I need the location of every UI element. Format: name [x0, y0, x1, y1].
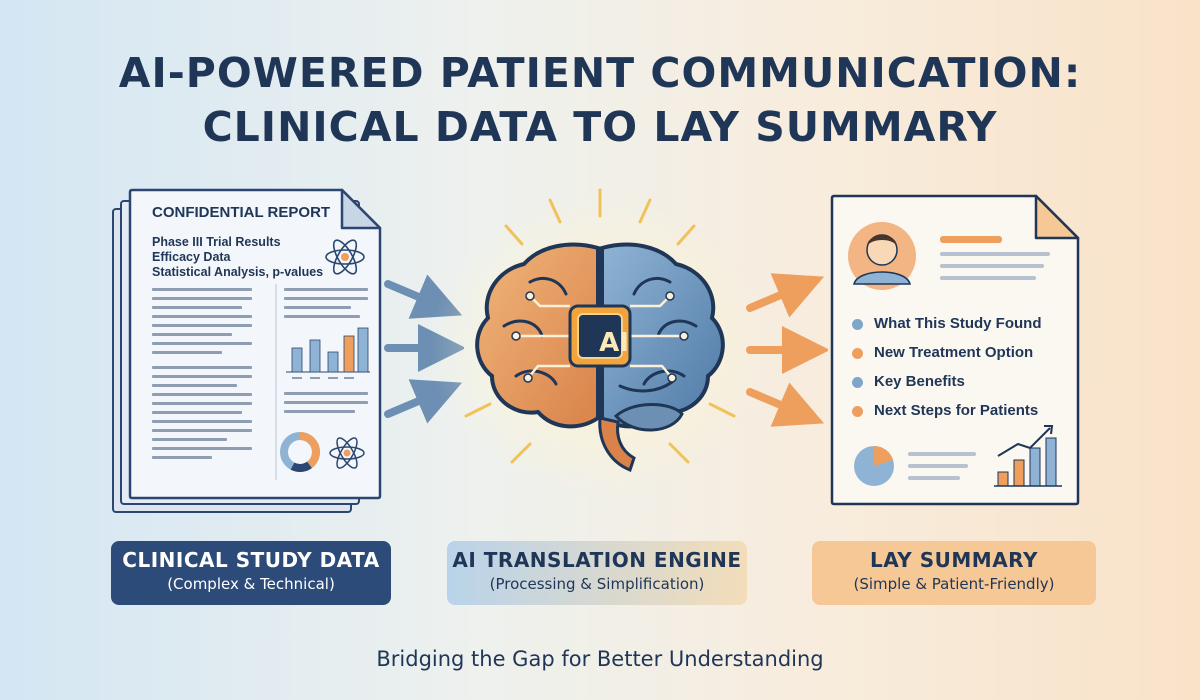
lay-summary-title: LAY SUMMARY	[870, 548, 1038, 572]
clinical-report-document: CONFIDENTIAL REPORT Phase III Trial Resu…	[128, 188, 382, 500]
mini-bar-chart	[286, 327, 370, 379]
report-heading: CONFIDENTIAL REPORT	[152, 204, 331, 221]
atom-icon	[325, 239, 365, 275]
filler-text-block-2	[152, 366, 252, 465]
ai-chip-label: AI	[599, 328, 629, 358]
ai-engine-label: AI TRANSLATION ENGINE (Processing & Simp…	[447, 541, 747, 605]
clinical-study-subtitle: (Complex & Technical)	[167, 575, 335, 593]
bullet-dot-4	[852, 406, 863, 417]
lay-item-4: Next Steps for Patients	[874, 402, 1039, 419]
filler-text-block-3	[284, 288, 368, 324]
atom-icon-small	[329, 437, 365, 469]
ai-engine-subtitle: (Processing & Simplification)	[489, 575, 705, 593]
clinical-study-label: CLINICAL STUDY DATA (Complex & Technical…	[111, 541, 391, 605]
title-line-1: AI-POWERED PATIENT COMMUNICATION:	[118, 49, 1082, 97]
donut-chart-icon	[280, 432, 320, 472]
title-line-2: CLINICAL DATA TO LAY SUMMARY	[202, 103, 998, 151]
bullet-dot-3	[852, 377, 863, 388]
lay-document-frame	[830, 194, 1080, 506]
output-arrows	[746, 273, 828, 427]
main-title: AI-POWERED PATIENT COMMUNICATION: CLINIC…	[0, 46, 1200, 154]
lay-summary-label: LAY SUMMARY (Simple & Patient-Friendly)	[812, 541, 1096, 605]
clinical-study-title: CLINICAL STUDY DATA	[122, 548, 380, 572]
bullet-dot-1	[852, 319, 863, 330]
bullet-dot-2	[852, 348, 863, 359]
lay-summary-subtitle: (Simple & Patient-Friendly)	[853, 575, 1055, 593]
lay-item-3: Key Benefits	[874, 373, 965, 390]
report-line-1: Phase III Trial Results	[152, 235, 281, 249]
lay-item-2: New Treatment Option	[874, 344, 1034, 361]
filler-text-block-4	[284, 392, 368, 419]
report-line-3: Statistical Analysis, p-values	[152, 265, 324, 279]
footer-tagline: Bridging the Gap for Better Understandin…	[376, 647, 824, 671]
filler-text-block-1	[152, 288, 252, 360]
lay-item-1: What This Study Found	[874, 315, 1042, 332]
lay-summary-document: What This Study Found New Treatment Opti…	[830, 194, 1080, 506]
ai-brain-illustration: AI	[420, 186, 780, 516]
report-line-2: Efficacy Data	[152, 250, 231, 264]
ai-engine-title: AI TRANSLATION ENGINE	[452, 548, 742, 572]
clinical-document-stack: CONFIDENTIAL REPORT Phase III Trial Resu…	[112, 186, 382, 521]
brain-icon	[430, 188, 770, 496]
